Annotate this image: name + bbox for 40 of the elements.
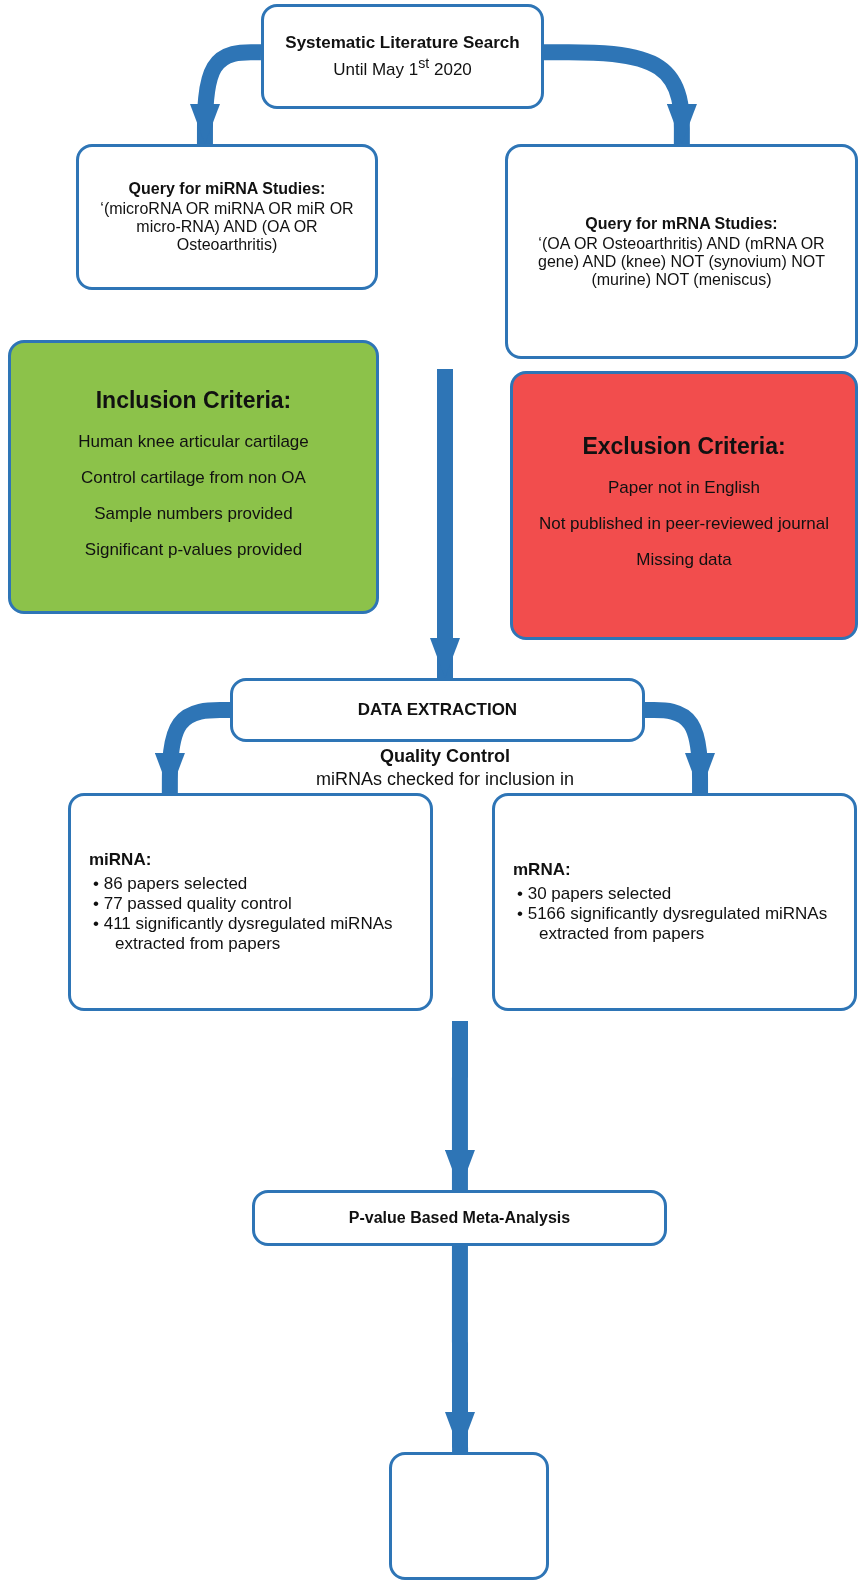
criterion-text: Paper not in English [607, 478, 761, 498]
box-text: ‘(OA OR Osteoarthritis) AND (mRNA OR gene) AND (knee) NOT (synovium) NOT (murine) NOT (meniscus) [537, 234, 826, 289]
box-heading: Inclusion Criteria: [95, 386, 292, 414]
box-heading: DATA EXTRACTION [357, 700, 518, 720]
box-text: Until May 1$^{st}$ 2020 [333, 55, 472, 80]
process-box [76, 144, 378, 290]
process-box [68, 793, 433, 1011]
bullet-item: • 86 papers selected [92, 874, 249, 894]
box-heading: Systematic Literature Search [285, 33, 520, 54]
criterion-text: Control cartilage from non OA [81, 467, 306, 488]
process-box [492, 793, 857, 1011]
process-box [505, 144, 858, 359]
arrow [543, 44, 697, 145]
criterion-text: Sample numbers provided [94, 503, 293, 524]
annotation-text: Quality Control [379, 746, 511, 767]
bullet-item: • 77 passed quality control [92, 894, 293, 914]
criteria-box [8, 340, 379, 614]
box-text: ‘(microRNA OR miRNA OR miR OR micro-RNA) AND (OA OR Osteoarthritis) [99, 200, 355, 254]
annotation-text: miRNAs checked for inclusion in [314, 769, 576, 790]
arrow [445, 1246, 475, 1452]
box-heading: mRNA: [513, 860, 571, 880]
empty-box [389, 1452, 549, 1580]
bullet-item: • 30 papers selected [516, 884, 673, 904]
criteria-box [510, 371, 858, 640]
arrow [429, 369, 460, 678]
process-box [261, 4, 544, 109]
box-heading: miRNA: [89, 850, 152, 870]
process-box [230, 678, 645, 742]
criterion-text: Missing data [636, 550, 732, 570]
criterion-text: Significant p-values provided [84, 539, 303, 560]
box-heading: Exclusion Criteria: [582, 433, 786, 460]
process-box [252, 1190, 667, 1246]
criterion-text: Not published in peer-reviewed journal [538, 514, 830, 534]
arrow [444, 1021, 475, 1190]
criterion-text: Human knee articular cartilage [78, 431, 309, 452]
bullet-item: • 411 significantly dysregulated miRNAs extracted from papers [92, 914, 394, 954]
box-heading: Query for miRNA Studies: [128, 180, 326, 198]
bullet-item: • 5166 significantly dysregulated miRNAs extracted from papers [516, 904, 829, 944]
box-heading: P-value Based Meta-Analysis [348, 1209, 571, 1227]
box-heading: Query for mRNA Studies: [585, 214, 778, 233]
